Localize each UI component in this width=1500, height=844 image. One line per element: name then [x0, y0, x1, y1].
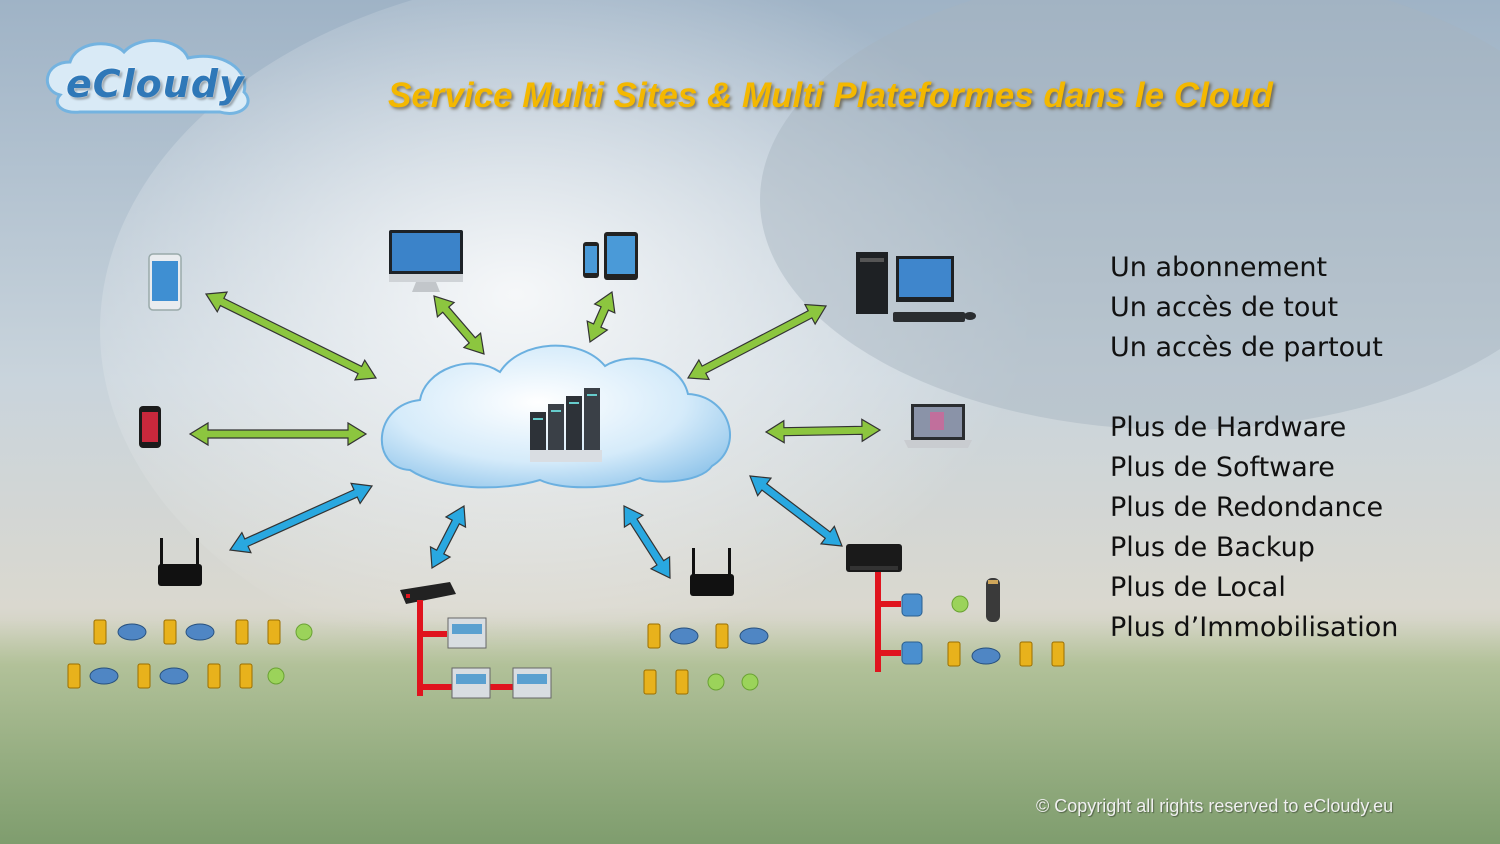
brand-logo: eCloudy — [66, 62, 245, 106]
smart-speaker-icon — [986, 578, 1000, 622]
double-arrow — [228, 482, 374, 554]
valve-icon — [117, 623, 147, 641]
page-title: Service Multi Sites & Multi Plateformes … — [388, 76, 1273, 115]
sensor-icon — [643, 669, 657, 695]
feature-item: Un abonnement — [1110, 252, 1328, 283]
double-arrow — [188, 421, 368, 447]
feature-item: Plus de Software — [1110, 452, 1335, 483]
valve-icon — [89, 667, 119, 685]
sensor-icon — [239, 663, 253, 689]
router-icon — [690, 548, 734, 596]
double-arrow — [433, 295, 485, 355]
connection-arrows — [188, 290, 882, 579]
din-module-icon — [512, 667, 552, 699]
feature-item: Plus de Backup — [1110, 532, 1315, 563]
valve-icon — [159, 667, 189, 685]
grass-field — [0, 620, 1500, 844]
motion-sensor-icon — [741, 673, 759, 691]
tablet-icon — [148, 253, 182, 311]
modbus-bus — [875, 572, 901, 672]
din-module-icon — [447, 617, 487, 649]
double-arrow — [204, 291, 378, 381]
cloud-bank-right — [760, 0, 1500, 430]
sensor-icon — [93, 619, 107, 645]
valve-icon — [739, 627, 769, 645]
feature-item: Plus d’Immobilisation — [1110, 612, 1399, 643]
sensor-icon — [267, 619, 281, 645]
sensor-icon — [235, 619, 249, 645]
feature-item: Plus de Redondance — [1110, 492, 1384, 523]
feature-item: Un accès de partout — [1110, 332, 1383, 363]
din-module-icon — [451, 667, 491, 699]
gateway-box-icon — [400, 582, 456, 604]
gateway-box-icon — [846, 544, 902, 572]
sensor-icon — [647, 623, 661, 649]
sensor-icon — [1019, 641, 1033, 667]
motion-sensor-icon — [707, 673, 725, 691]
server-rack-icon — [530, 388, 602, 462]
sensor-icon — [163, 619, 177, 645]
valve-icon — [971, 647, 1001, 665]
desktop-pc-icon — [856, 252, 976, 322]
sky-glow — [100, 0, 1140, 690]
sensor-icon — [207, 663, 221, 689]
motion-sensor-icon — [951, 595, 969, 613]
router-icon — [158, 538, 202, 586]
phone-and-tablet-icon — [583, 232, 638, 280]
sensor-icon — [67, 663, 81, 689]
feature-list: Un abonnement Un accès de tout Un accès … — [1110, 248, 1398, 648]
double-arrow — [623, 505, 671, 579]
thermostat-icon — [901, 593, 923, 617]
ecloudy-logo — [45, 39, 250, 115]
sensor-icon — [1051, 641, 1065, 667]
laptop-icon — [904, 404, 972, 448]
feature-item: Plus de Hardware — [1110, 412, 1347, 443]
sensor-icon — [137, 663, 151, 689]
double-arrow — [749, 475, 843, 547]
motion-sensor-icon — [267, 667, 285, 685]
valve-icon — [185, 623, 215, 641]
thermostat-icon — [901, 641, 923, 665]
double-arrow — [764, 418, 882, 444]
smartphone-icon — [139, 406, 161, 448]
motion-sensor-icon — [295, 623, 313, 641]
double-arrow — [586, 290, 616, 344]
double-arrow — [429, 504, 467, 570]
copyright-notice: © Copyright all rights reserved to eClou… — [1036, 796, 1394, 816]
site-devices — [67, 593, 1065, 695]
feature-item: Un accès de tout — [1110, 292, 1339, 323]
sensor-icon — [715, 623, 729, 649]
valve-icon — [669, 627, 699, 645]
imac-icon — [389, 230, 463, 292]
feature-item: Plus de Local — [1110, 572, 1286, 603]
double-arrow — [686, 303, 828, 381]
sensor-icon — [675, 669, 689, 695]
sensor-icon — [947, 641, 961, 667]
